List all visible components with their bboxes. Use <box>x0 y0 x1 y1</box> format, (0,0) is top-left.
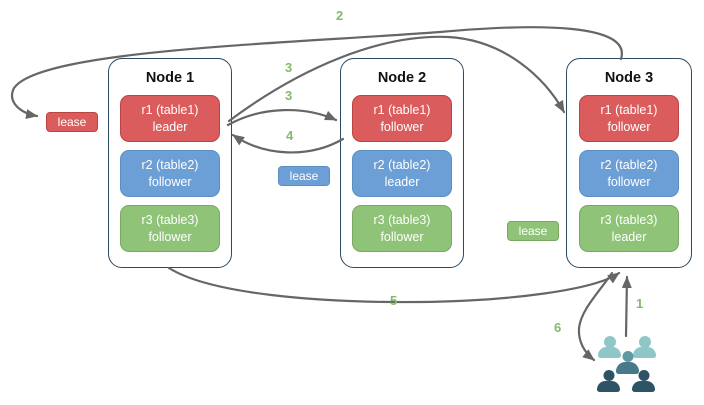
arrow-2-node3-to-lease1 <box>11 26 623 120</box>
replica-r2-node2: r2 (table2) leader <box>352 150 452 197</box>
replica-r1-node1: r1 (table1) leader <box>120 95 220 142</box>
replica-name: r3 (table3) <box>141 213 199 227</box>
arrow-label-1: 1 <box>636 296 644 311</box>
replica-r1-node2: r1 (table1) follower <box>352 95 452 142</box>
arrow-label-6: 6 <box>554 320 562 335</box>
arrow-3-leader-to-node2 <box>226 108 338 127</box>
replica-r2-node3: r2 (table2) follower <box>579 150 679 197</box>
replica-name: r2 (table2) <box>600 158 658 172</box>
replica-role: follower <box>607 174 651 189</box>
replica-name: r1 (table1) <box>600 103 658 117</box>
replica-r3-node1: r3 (table3) follower <box>120 205 220 252</box>
replica-role: leader <box>152 119 188 134</box>
arrow-label-3a: 3 <box>285 60 293 75</box>
node-title: Node 1 <box>145 70 195 86</box>
arrow-label-4: 4 <box>286 128 294 143</box>
replica-r3-node2: r3 (table3) follower <box>352 205 452 252</box>
person-icon <box>598 336 621 358</box>
replica-r2-node1: r2 (table2) follower <box>120 150 220 197</box>
node-2: Node 2 r1 (table1) follower r2 (table2) … <box>340 58 464 268</box>
replica-r1-node3: r1 (table1) follower <box>579 95 679 142</box>
replica-role: follower <box>148 174 192 189</box>
arrow-label-2: 2 <box>336 8 344 23</box>
replica-role: follower <box>380 119 424 134</box>
replica-role: leader <box>384 174 420 189</box>
lease-badge-red: lease <box>46 112 98 132</box>
replica-name: r3 (table3) <box>600 213 658 227</box>
arrow-label-5: 5 <box>390 293 398 308</box>
lease-badge-green: lease <box>507 221 559 241</box>
replica-name: r1 (table1) <box>373 103 431 117</box>
replica-name: r2 (table2) <box>373 158 431 172</box>
replica-role: follower <box>148 229 192 244</box>
arrow-label-3b: 3 <box>285 88 293 103</box>
person-icon <box>616 351 639 374</box>
replica-role: follower <box>607 119 651 134</box>
replica-r3-node3: r3 (table3) leader <box>579 205 679 252</box>
node-title: Node 3 <box>604 70 654 86</box>
replica-name: r2 (table2) <box>141 158 199 172</box>
replica-name: r3 (table3) <box>373 213 431 227</box>
node-3: Node 3 r1 (table1) follower r2 (table2) … <box>566 58 692 268</box>
lease-badge-blue: lease <box>278 166 330 186</box>
replica-role: leader <box>611 229 647 244</box>
node-title: Node 2 <box>377 70 427 86</box>
person-icon <box>632 370 655 392</box>
person-icon <box>633 336 656 358</box>
person-icon <box>597 370 620 392</box>
node-1: Node 1 r1 (table1) leader r2 (table2) fo… <box>108 58 232 268</box>
arrow-1-clients-to-node3 <box>621 275 632 338</box>
replica-name: r1 (table1) <box>141 103 199 117</box>
replica-role: follower <box>380 229 424 244</box>
